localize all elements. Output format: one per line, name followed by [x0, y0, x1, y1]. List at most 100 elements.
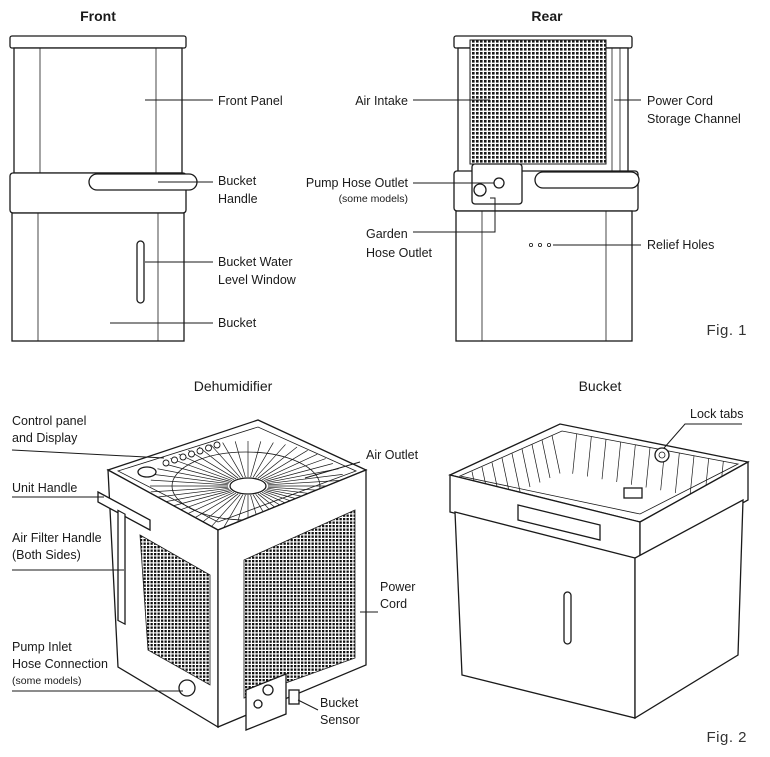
control-button: [205, 444, 212, 452]
fan-spoke: [250, 441, 262, 478]
label-lock-tabs: Lock tabs: [690, 407, 744, 421]
fan-spoke: [163, 463, 231, 482]
air-outlet-grille: [150, 441, 346, 531]
dehumidifier-title: Dehumidifier: [194, 378, 273, 394]
relief-hole: [547, 242, 552, 247]
pump-hose-port: [493, 177, 505, 189]
label-bucket-sensor-1: Bucket: [320, 696, 359, 710]
fan-spoke: [198, 446, 239, 479]
label-control-panel-1: Control panel: [12, 414, 86, 428]
fan-spoke: [178, 453, 235, 480]
bucket-rib: [586, 436, 592, 477]
garden-hose-port: [473, 183, 487, 197]
fan-spoke: [153, 487, 229, 498]
label-level-window-2: Level Window: [218, 273, 297, 287]
fan-spoke: [222, 494, 244, 530]
label-garden-hose-2: Hose Outlet: [366, 246, 433, 260]
control-button: [171, 456, 178, 464]
fan-spoke: [267, 479, 346, 486]
label-control-panel-2: and Display: [12, 431, 78, 445]
label-garden-hose-1: Garden: [366, 227, 408, 241]
label-power-cord-2: Cord: [380, 597, 407, 611]
front-view: Front Front Panel Bucket Handle Bucket W…: [9, 8, 297, 342]
fan-spoke: [255, 444, 286, 478]
bucket-rib: [551, 435, 561, 474]
fan-spoke: [259, 449, 308, 480]
bucket-rib: [674, 452, 680, 494]
label-level-window-1: Bucket Water: [218, 255, 293, 269]
bucket-rib: [572, 433, 578, 474]
control-button: [213, 441, 221, 449]
fan-spoke: [234, 441, 246, 478]
label-bucket-handle-2: Handle: [218, 192, 258, 206]
fan-spoke: [222, 442, 244, 478]
rear-bucket: [455, 210, 633, 342]
control-panel-display: [137, 466, 157, 478]
control-button: [179, 453, 187, 461]
rear-view: Rear Air Intake Power Cord Storage Chann…: [306, 8, 741, 342]
fan-spoke: [210, 494, 241, 528]
bucket-band-side: [639, 460, 749, 562]
air-filter-handle: [117, 509, 126, 626]
control-button: [188, 450, 195, 458]
pump-inlet-connection: [178, 679, 196, 697]
fig2-caption: Fig. 2: [706, 729, 747, 746]
lock-tab: [654, 447, 670, 463]
bucket-handle-iso: [517, 504, 601, 541]
rear-bucket-handle: [534, 171, 640, 189]
fan-spoke: [267, 474, 343, 485]
control-button: [196, 447, 204, 455]
right-filter-grille: [243, 509, 356, 699]
fan-spoke: [261, 453, 318, 480]
bucket-rib: [531, 444, 541, 483]
air-intake-grille: [469, 39, 607, 165]
front-bucket: [11, 212, 185, 342]
fan-spoke: [266, 468, 339, 483]
bucket-rib: [541, 439, 551, 479]
fan-spoke: [265, 463, 333, 482]
bucket-rib: [689, 455, 695, 496]
lock-tab-2: [623, 487, 643, 499]
label-pump-inlet-1: Pump Inlet: [12, 640, 72, 654]
label-bucket-handle-1: Bucket: [218, 174, 257, 188]
fan-spoke: [150, 486, 229, 493]
label-air-filter-handle-2: (Both Sides): [12, 548, 81, 562]
rear-port-box: [245, 673, 287, 731]
control-button: [162, 459, 170, 467]
fan-spoke: [157, 468, 230, 483]
label-unit-handle: Unit Handle: [12, 481, 77, 495]
fan-spoke: [153, 474, 229, 485]
unit-handle: [97, 490, 151, 532]
bucket-level-window-iso: [563, 591, 572, 645]
bucket-side-face: [634, 498, 744, 720]
label-pump-inlet-2: Hose Connection: [12, 657, 108, 671]
left-filter-grille: [139, 534, 211, 686]
bucket-rib: [511, 453, 521, 492]
fan-spoke: [170, 458, 233, 481]
fan-spoke: [188, 449, 237, 480]
bucket-rib: [645, 447, 651, 488]
label-air-intake: Air Intake: [355, 94, 408, 108]
control-buttons: [162, 441, 221, 467]
fan-spoke: [257, 446, 298, 479]
label-front-panel: Front Panel: [218, 94, 283, 108]
label-power-cord-1: Power: [380, 580, 415, 594]
bucket-rib: [601, 439, 607, 480]
fan-spoke: [157, 489, 230, 504]
label-pump-inlet-note: (some models): [12, 675, 81, 687]
dehumidifier-iso-view: Dehumidifier Cont: [11, 378, 419, 731]
relief-hole: [529, 242, 534, 247]
bucket-rib: [616, 441, 622, 483]
air-outlet-center: [229, 477, 267, 495]
front-lid: [9, 35, 187, 49]
label-relief-holes: Relief Holes: [647, 238, 714, 252]
label-bucket: Bucket: [218, 316, 257, 330]
label-air-outlet: Air Outlet: [366, 448, 419, 462]
bucket-sensor: [288, 689, 300, 705]
bucket-title: Bucket: [579, 378, 622, 394]
bucket-rib: [521, 448, 531, 488]
bucket-rib: [630, 444, 636, 485]
label-pump-hose-outlet-note: (some models): [339, 193, 408, 205]
label-power-cord-channel-1: Power Cord: [647, 94, 713, 108]
fan-spoke: [188, 492, 237, 523]
